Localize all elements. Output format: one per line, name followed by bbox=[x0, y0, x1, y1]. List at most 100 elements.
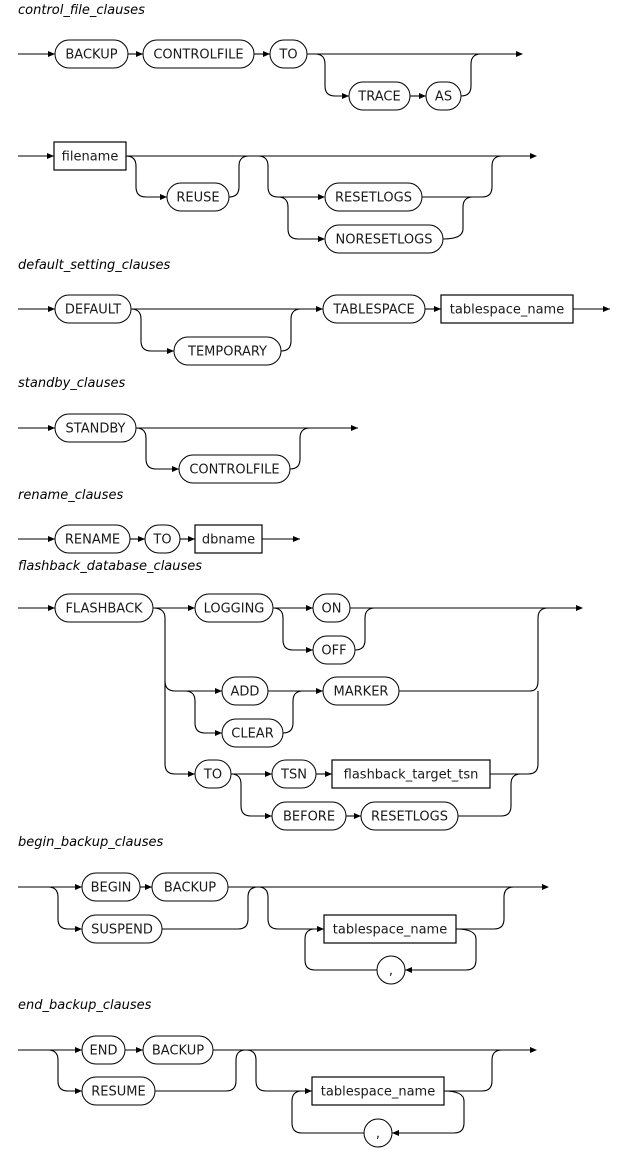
arrow-icon bbox=[434, 306, 441, 312]
arrow-icon bbox=[405, 967, 412, 973]
keyword-comma: , bbox=[376, 955, 406, 985]
keyword-temporary: TEMPORARY bbox=[173, 336, 282, 366]
connector-line bbox=[245, 1049, 312, 1092]
keyword-suspend: SUSPEND bbox=[81, 914, 163, 944]
keyword-end: END bbox=[81, 1035, 126, 1065]
token-label: BACKUP bbox=[65, 48, 117, 63]
arrow-icon bbox=[265, 771, 272, 777]
keyword-begin: BEGIN bbox=[81, 872, 141, 902]
arrow-icon bbox=[316, 688, 323, 694]
keyword-off: OFF bbox=[312, 635, 356, 665]
token-label: TSN bbox=[280, 768, 307, 783]
nonterminal-dbname: dbname bbox=[194, 524, 263, 554]
keyword-logging: LOGGING bbox=[194, 593, 274, 623]
arrow-icon bbox=[316, 306, 323, 312]
keyword-on: ON bbox=[312, 593, 351, 623]
arrow-icon bbox=[293, 536, 300, 542]
arrow-icon bbox=[215, 688, 222, 694]
arrow-icon bbox=[136, 1047, 143, 1053]
arrow-icon bbox=[145, 884, 152, 890]
diagram-title: control_file_clauses bbox=[18, 3, 145, 18]
token-label: SUSPEND bbox=[91, 923, 153, 938]
arrow-icon bbox=[318, 236, 325, 242]
token-label: TEMPORARY bbox=[187, 345, 267, 360]
arrow-icon bbox=[48, 536, 55, 542]
keyword-to: TO bbox=[269, 39, 308, 69]
nonterminal-tablespace_name: tablespace_name bbox=[440, 294, 574, 324]
arrow-icon bbox=[419, 93, 426, 99]
token-label: BEGIN bbox=[91, 881, 132, 896]
connector-line bbox=[152, 607, 176, 775]
arrow-icon bbox=[530, 153, 537, 159]
connector-line bbox=[162, 886, 259, 930]
arrow-icon bbox=[265, 813, 272, 819]
connector-line bbox=[304, 928, 377, 971]
connector-line bbox=[392, 1090, 465, 1134]
keyword-before: BEFORE bbox=[271, 801, 347, 831]
connector-line bbox=[47, 886, 82, 930]
connector-line bbox=[456, 886, 515, 930]
keyword-add: ADD bbox=[221, 676, 269, 706]
diagram-title: default_setting_clauses bbox=[18, 258, 171, 273]
token-label: AS bbox=[435, 90, 452, 105]
connector-line bbox=[125, 155, 167, 198]
arrow-icon bbox=[188, 771, 195, 777]
arrow-icon bbox=[167, 348, 174, 354]
diagram-title: begin_backup_clauses bbox=[18, 835, 163, 850]
keyword-clear: CLEAR bbox=[221, 718, 284, 748]
keyword-controlfile: CONTROLFILE bbox=[142, 39, 255, 69]
connector-line bbox=[314, 53, 349, 97]
keyword-default: DEFAULT bbox=[54, 294, 132, 324]
keyword-rename: RENAME bbox=[54, 524, 131, 554]
token-label: , bbox=[389, 964, 393, 979]
keyword-resetlogs: RESETLOGS bbox=[360, 801, 459, 831]
token-label: tablespace_name bbox=[450, 303, 564, 318]
arrow-icon bbox=[75, 884, 82, 890]
arrow-icon bbox=[351, 425, 358, 431]
token-label: dbname bbox=[202, 533, 255, 548]
keyword-noresetlogs: NORESETLOGS bbox=[324, 224, 444, 254]
token-label: tablespace_name bbox=[333, 923, 447, 938]
connector-line bbox=[289, 427, 311, 470]
token-label: RENAME bbox=[65, 533, 120, 548]
keyword-backup: BACKUP bbox=[54, 39, 129, 69]
arrow-icon bbox=[48, 605, 55, 611]
connector-line bbox=[280, 308, 302, 352]
arrow-icon bbox=[160, 194, 167, 200]
keyword-tsn: TSN bbox=[271, 759, 317, 789]
arrow-icon bbox=[48, 306, 55, 312]
arrow-icon bbox=[138, 536, 145, 542]
token-label: OFF bbox=[321, 644, 346, 659]
connector-line bbox=[399, 607, 549, 692]
token-label: CLEAR bbox=[231, 727, 273, 742]
token-label: REUSE bbox=[176, 191, 219, 206]
connector-line bbox=[458, 773, 522, 817]
arrow-icon bbox=[354, 813, 361, 819]
arrow-icon bbox=[318, 194, 325, 200]
arrow-icon bbox=[136, 51, 143, 57]
connector-line bbox=[184, 690, 222, 734]
arrow-icon bbox=[542, 884, 549, 890]
arrow-icon bbox=[306, 647, 313, 653]
keyword-to: TO bbox=[194, 759, 232, 789]
arrow-icon bbox=[317, 926, 324, 932]
connector-line bbox=[230, 773, 272, 817]
connector-line bbox=[47, 1049, 82, 1092]
token-label: TO bbox=[152, 533, 171, 548]
arrow-icon bbox=[305, 1088, 312, 1094]
diagram-title: end_backup_clauses bbox=[18, 998, 152, 1013]
connector-line bbox=[257, 886, 324, 930]
token-label: CONTROLFILE bbox=[189, 463, 279, 478]
connector-line bbox=[282, 690, 304, 734]
arrow-icon bbox=[325, 771, 332, 777]
keyword-marker: MARKER bbox=[322, 676, 400, 706]
keyword-tablespace: TABLESPACE bbox=[322, 294, 426, 324]
arrow-icon bbox=[342, 93, 349, 99]
connector-line bbox=[155, 1049, 247, 1092]
arrow-icon bbox=[215, 730, 222, 736]
connector-line bbox=[354, 607, 376, 651]
keyword-controlfile: CONTROLFILE bbox=[178, 454, 291, 484]
arrow-icon bbox=[392, 1130, 399, 1136]
connector-line bbox=[130, 308, 174, 352]
token-label: DEFAULT bbox=[65, 303, 121, 318]
